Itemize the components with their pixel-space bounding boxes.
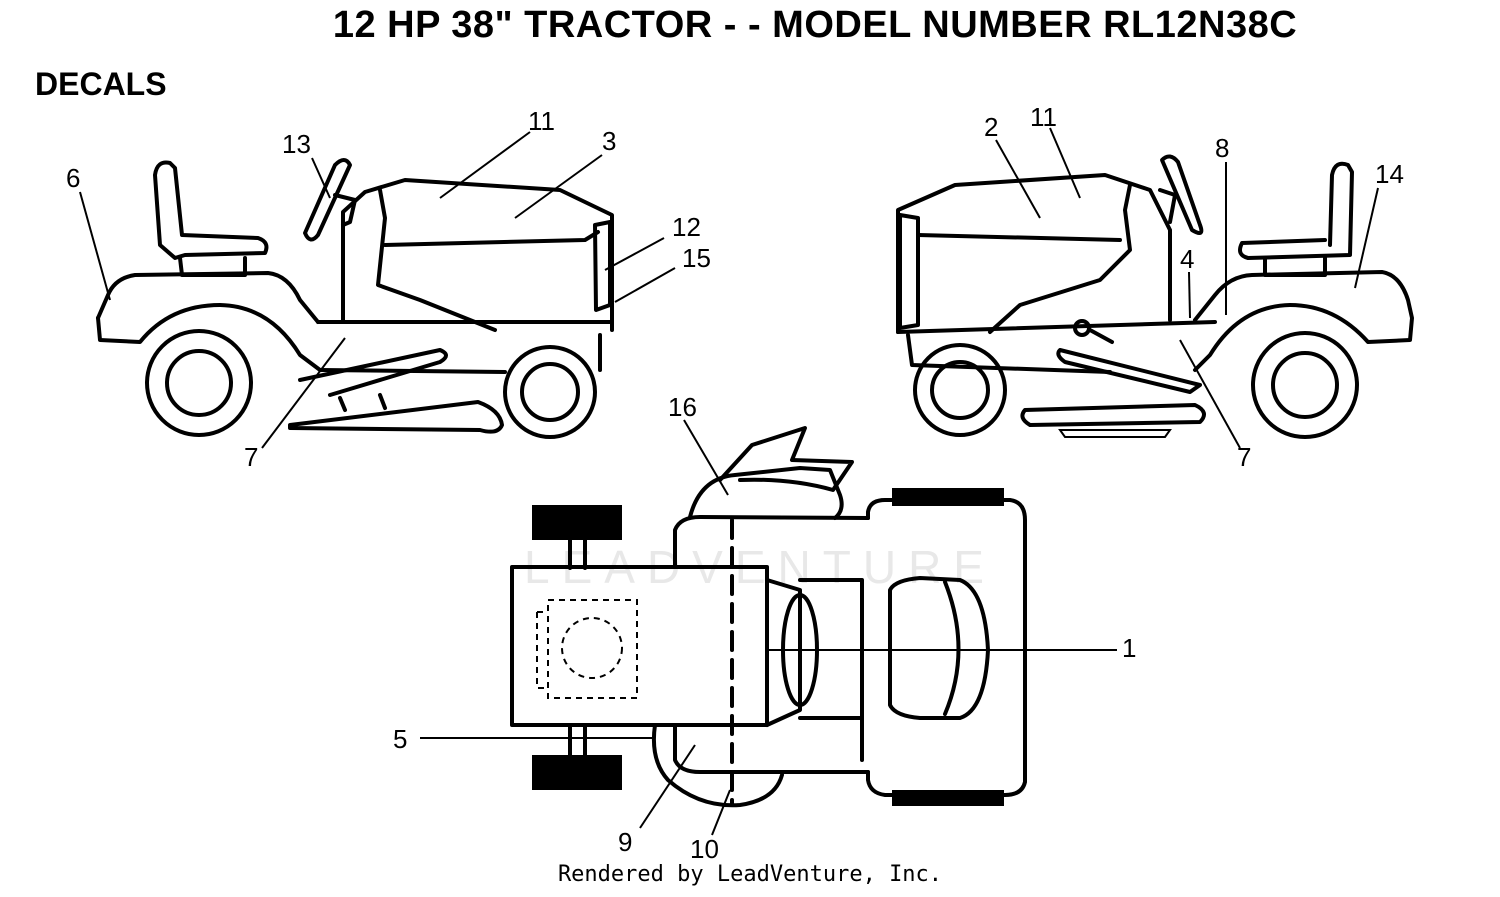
callout-top-1: 1 <box>1122 633 1136 663</box>
callout-left-7: 7 <box>244 442 258 472</box>
callout-labels: 13 11 3 6 12 15 7 2 11 8 14 4 7 16 1 5 9… <box>66 102 1404 864</box>
tractor-right-side-view <box>896 154 1414 439</box>
tractor-left-side-view <box>96 158 614 439</box>
callout-left-13: 13 <box>282 129 311 159</box>
callout-left-11: 11 <box>528 106 555 136</box>
callout-top-5: 5 <box>393 724 407 754</box>
callout-right-2: 2 <box>984 112 998 142</box>
footer-credit: Rendered by LeadVenture, Inc. <box>557 862 943 887</box>
page-title: 12 HP 38" TRACTOR - - MODEL NUMBER RL12N… <box>332 4 1298 46</box>
callout-top-9: 9 <box>618 827 632 857</box>
callout-left-15: 15 <box>682 243 711 273</box>
tractor-top-view <box>510 426 1027 808</box>
callout-right-11: 11 <box>1030 102 1057 132</box>
callout-top-16: 16 <box>668 392 697 422</box>
front-wheel-bottom <box>532 755 622 790</box>
callout-left-6: 6 <box>66 163 80 193</box>
callout-left-12: 12 <box>672 212 701 242</box>
section-heading: DECALS <box>35 66 167 102</box>
rear-wheel-top <box>892 488 1004 506</box>
callout-right-8: 8 <box>1215 133 1229 163</box>
callout-right-4: 4 <box>1180 244 1194 274</box>
callout-right-7: 7 <box>1237 442 1251 472</box>
callout-top-10: 10 <box>690 834 719 864</box>
callout-left-3: 3 <box>602 126 616 156</box>
callout-right-14: 14 <box>1375 159 1404 189</box>
callout-leaders <box>79 127 1379 836</box>
rear-wheel-bottom <box>892 790 1004 806</box>
front-wheel-top <box>532 505 622 540</box>
